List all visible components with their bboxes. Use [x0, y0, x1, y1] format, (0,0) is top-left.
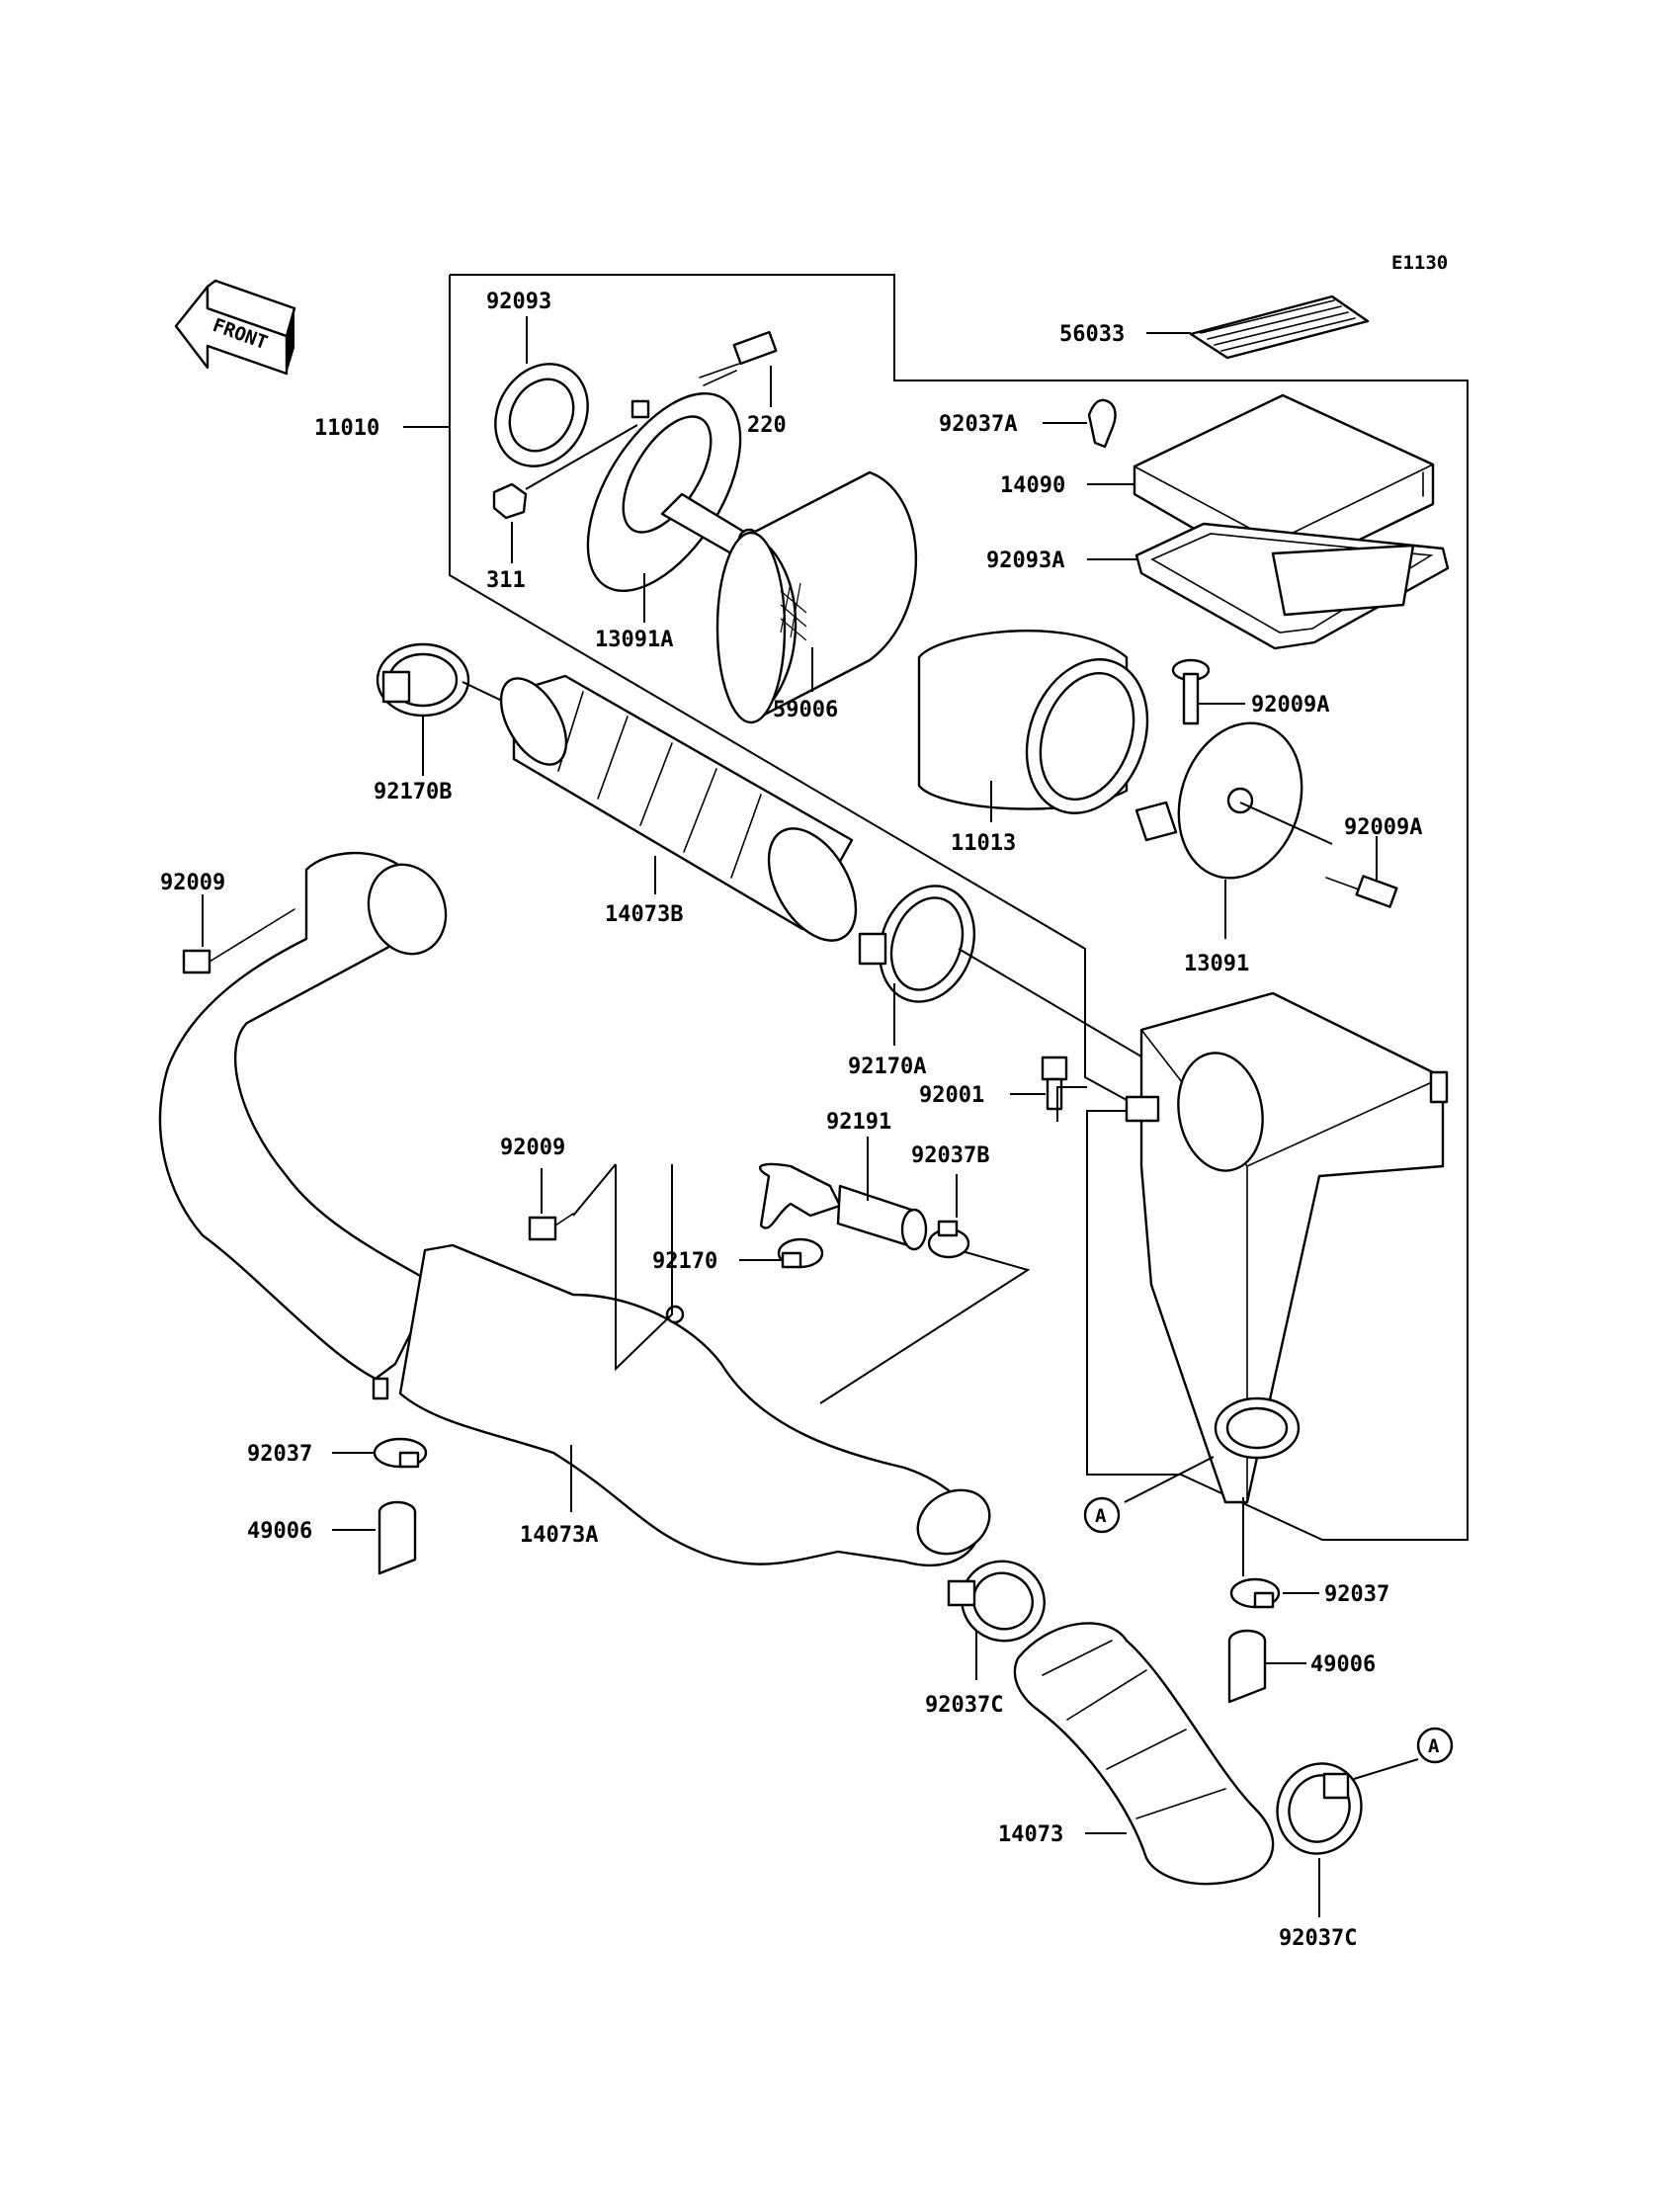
part-92170B-clamp [376, 642, 470, 718]
ref-marker-a-box: A [1083, 1496, 1121, 1534]
ref-marker-a-right: A [1416, 1727, 1454, 1764]
part-92009-screw-mid [528, 1213, 574, 1241]
part-56033-filter-pad [1189, 295, 1370, 360]
part-92037-clip-left [373, 1437, 428, 1469]
part-220-bolt [699, 330, 778, 386]
part-92093A-gasket [1134, 522, 1450, 650]
front-arrow-icon: FRONT [174, 279, 296, 376]
label-92037C-right: 92037C [1279, 1926, 1357, 1951]
part-92001-bolt [1041, 1056, 1068, 1111]
label-92001: 92001 [919, 1083, 984, 1108]
label-92170B: 92170B [374, 780, 452, 804]
label-92009-mid: 92009 [500, 1136, 565, 1160]
label-311: 311 [486, 568, 526, 593]
label-14073: 14073 [998, 1822, 1063, 1847]
label-11013: 11013 [951, 831, 1016, 856]
label-14090: 14090 [1000, 473, 1065, 498]
part-92093-ring [494, 363, 589, 467]
part-59006-filter [715, 470, 918, 724]
label-92009-left: 92009 [160, 871, 225, 895]
figure-code: E1130 [1391, 252, 1448, 274]
label-49006-right: 49006 [1310, 1652, 1376, 1677]
part-92009-bolt [182, 908, 295, 974]
part-11013-filter [917, 630, 1149, 814]
label-56033: 56033 [1059, 322, 1125, 347]
svg-text:A: A [1428, 1735, 1440, 1757]
part-92037-clip-right [1229, 1577, 1281, 1609]
label-220: 220 [747, 413, 787, 438]
label-92009A-top: 92009A [1251, 693, 1329, 718]
part-92191-hose [758, 1162, 928, 1251]
part-air-box [1125, 991, 1449, 1504]
label-92037A: 92037A [939, 412, 1017, 437]
part-92170A-clamp [858, 885, 976, 1003]
label-92170A: 92170A [848, 1055, 926, 1079]
label-14073B: 14073B [605, 902, 683, 927]
part-49006-sleeve-right [1227, 1629, 1267, 1704]
part-14073B-hose [499, 674, 858, 942]
label-92037-left: 92037 [247, 1442, 312, 1467]
label-13091A: 13091A [595, 628, 673, 652]
part-92037C-clamp-right [1276, 1762, 1363, 1855]
label-92037-right: 92037 [1324, 1582, 1389, 1607]
label-59006: 59006 [773, 698, 838, 722]
part-92009A-screw-right [1325, 875, 1398, 908]
part-49006-sleeve-left [378, 1500, 417, 1575]
label-92009A-right: 92009A [1344, 815, 1422, 840]
part-labels: 92093 220 11010 311 13091A 59006 56033 9… [160, 290, 1422, 1951]
label-92191: 92191 [826, 1110, 891, 1135]
part-upper-duct [158, 851, 448, 1400]
part-92170-clip [777, 1237, 824, 1269]
label-92037C-mid: 92037C [925, 1693, 1003, 1718]
part-13091-plate [1134, 721, 1303, 880]
label-92093: 92093 [486, 290, 551, 314]
label-14073A: 14073A [520, 1523, 598, 1548]
label-92170: 92170 [652, 1249, 717, 1274]
label-13091: 13091 [1184, 952, 1249, 976]
part-311-nut [492, 482, 528, 520]
assembly-outline [449, 274, 1469, 1541]
part-92009A-screw [1171, 658, 1211, 725]
label-11010: 11010 [314, 416, 379, 441]
label-49006-left: 49006 [247, 1519, 312, 1544]
part-14073-hose [1013, 1622, 1275, 1886]
part-92037C-clamp-mid [947, 1560, 1046, 1643]
label-92093A: 92093A [986, 549, 1064, 573]
part-14073A-duct [398, 1243, 991, 1566]
part-92037A-clip [1087, 398, 1117, 449]
svg-text:A: A [1095, 1505, 1107, 1527]
label-92037B: 92037B [911, 1143, 989, 1168]
part-92037B-clip [927, 1220, 970, 1259]
